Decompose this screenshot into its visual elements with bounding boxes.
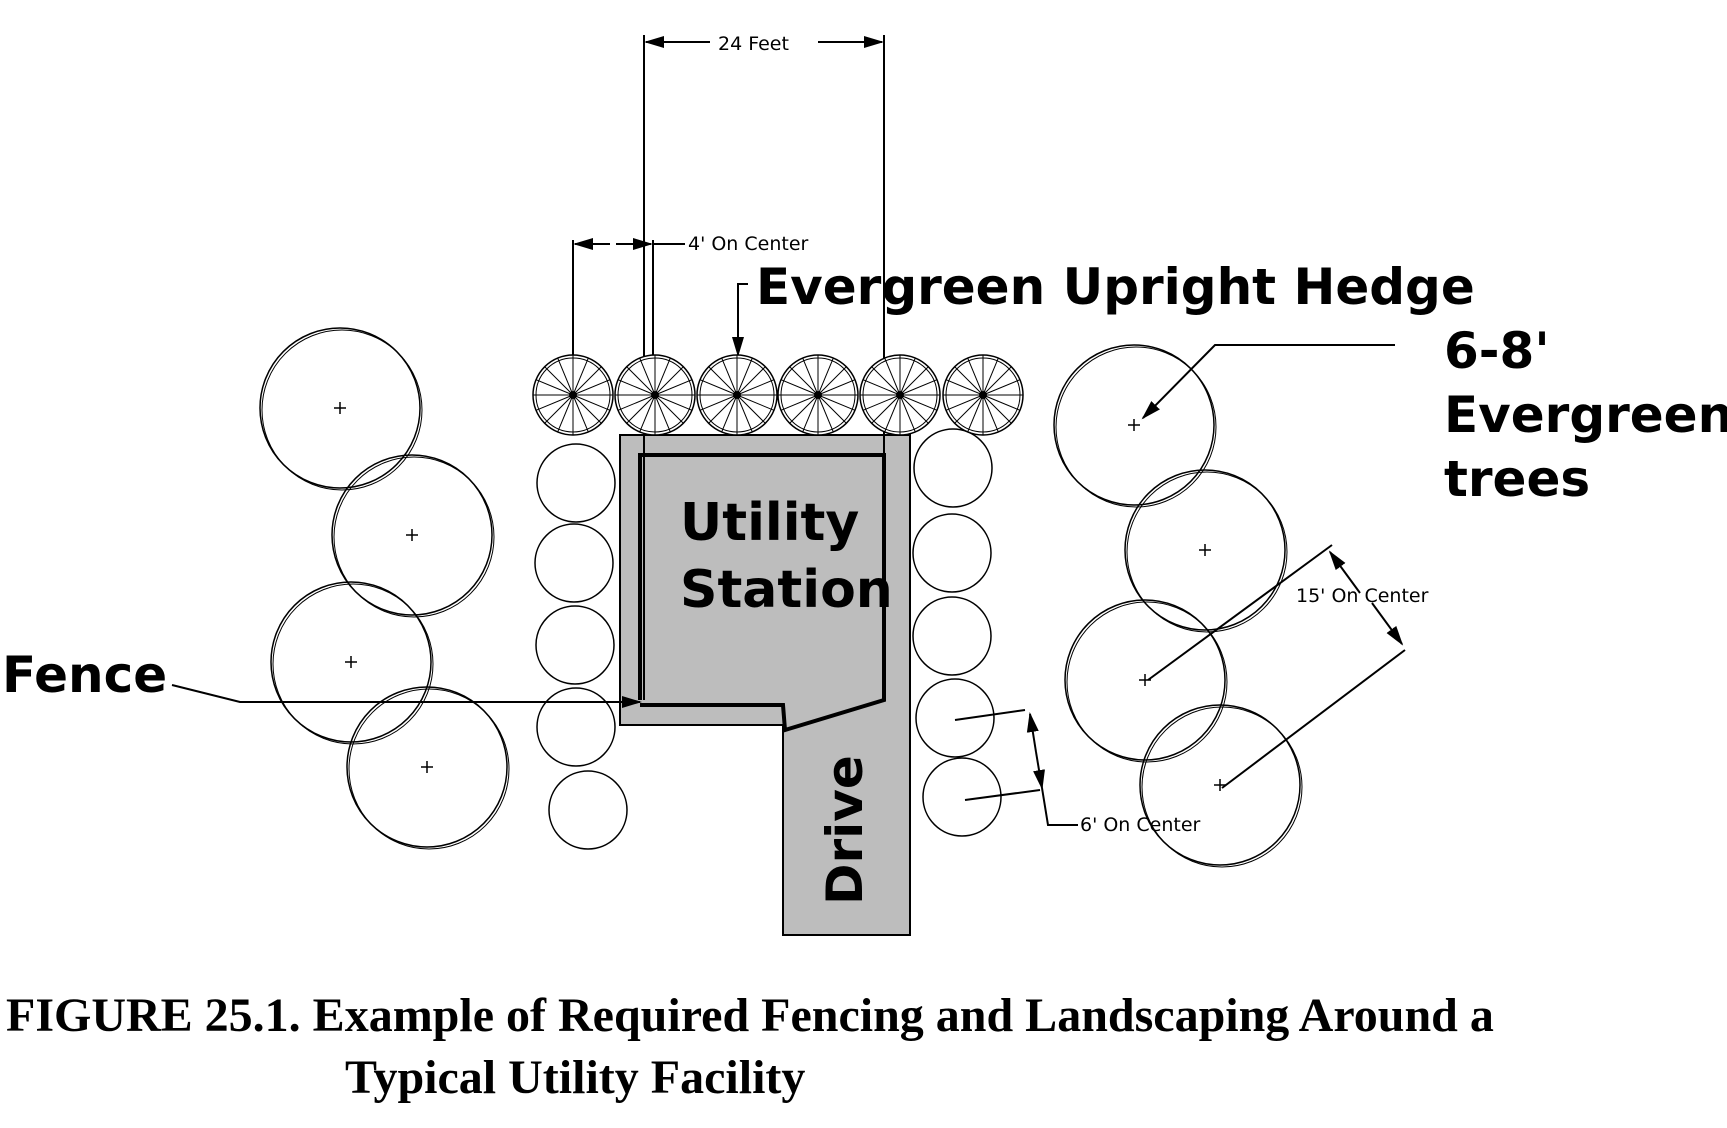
dim-15-label: 15' On Center	[1296, 585, 1429, 607]
hedge-row	[532, 354, 1024, 436]
trees-label-line2: Evergreen	[1444, 386, 1727, 444]
tree-icon	[331, 454, 495, 618]
tree-icon	[1124, 469, 1288, 633]
tree-icon	[1053, 344, 1217, 508]
hedge-plant-icon	[696, 354, 778, 436]
fence-leader	[171, 684, 642, 708]
fence-label: Fence	[2, 646, 167, 704]
dimension-6-on-center: 6' On Center	[954, 709, 1201, 836]
drive-label: Drive	[816, 755, 874, 905]
dimension-15-on-center: 15' On Center	[1147, 544, 1429, 789]
shrub-icon	[536, 443, 616, 523]
shrub-icon	[548, 770, 628, 850]
site-plan-diagram: 24 Feet 4' On Center Evergreen Upright H…	[2, 33, 1727, 936]
station-label-line1: Utility	[680, 493, 859, 553]
caption-line2: Typical Utility Facility	[345, 1051, 806, 1104]
dim-4-label: 4' On Center	[688, 233, 809, 255]
hedge-label: Evergreen Upright Hedge	[756, 258, 1475, 316]
shrub-icon	[912, 513, 992, 593]
hedge-plant-icon	[777, 354, 859, 436]
shrub-icon	[913, 428, 993, 508]
station-pad	[619, 434, 911, 936]
caption-line1: FIGURE 25.1. Example of Required Fencing…	[6, 989, 1494, 1042]
dim-24-label: 24 Feet	[718, 33, 789, 55]
station-label-line2: Station	[680, 560, 893, 620]
tree-icon	[259, 327, 423, 491]
shrub-icon	[922, 757, 1002, 837]
shrub-icon	[912, 596, 992, 676]
shrub-icon	[915, 678, 995, 758]
shrub-icon	[536, 687, 616, 767]
dim-6-label: 6' On Center	[1080, 814, 1201, 836]
hedge-leader	[732, 283, 748, 357]
evergreen-trees	[259, 327, 1303, 868]
tree-icon	[1139, 704, 1303, 868]
shrub-rows	[534, 428, 1002, 850]
tree-icon	[346, 686, 510, 850]
hedge-plant-icon	[942, 354, 1024, 436]
trees-leader	[1141, 344, 1395, 420]
trees-label-line1: 6-8'	[1444, 322, 1550, 380]
hedge-plant-icon	[532, 354, 614, 436]
tree-icon	[1064, 599, 1228, 763]
hedge-plant-icon	[859, 354, 941, 436]
shrub-icon	[535, 605, 615, 685]
trees-label-line3: trees	[1444, 450, 1590, 508]
hedge-plant-icon	[614, 354, 696, 436]
shrub-icon	[534, 523, 614, 603]
tree-icon	[270, 581, 434, 745]
